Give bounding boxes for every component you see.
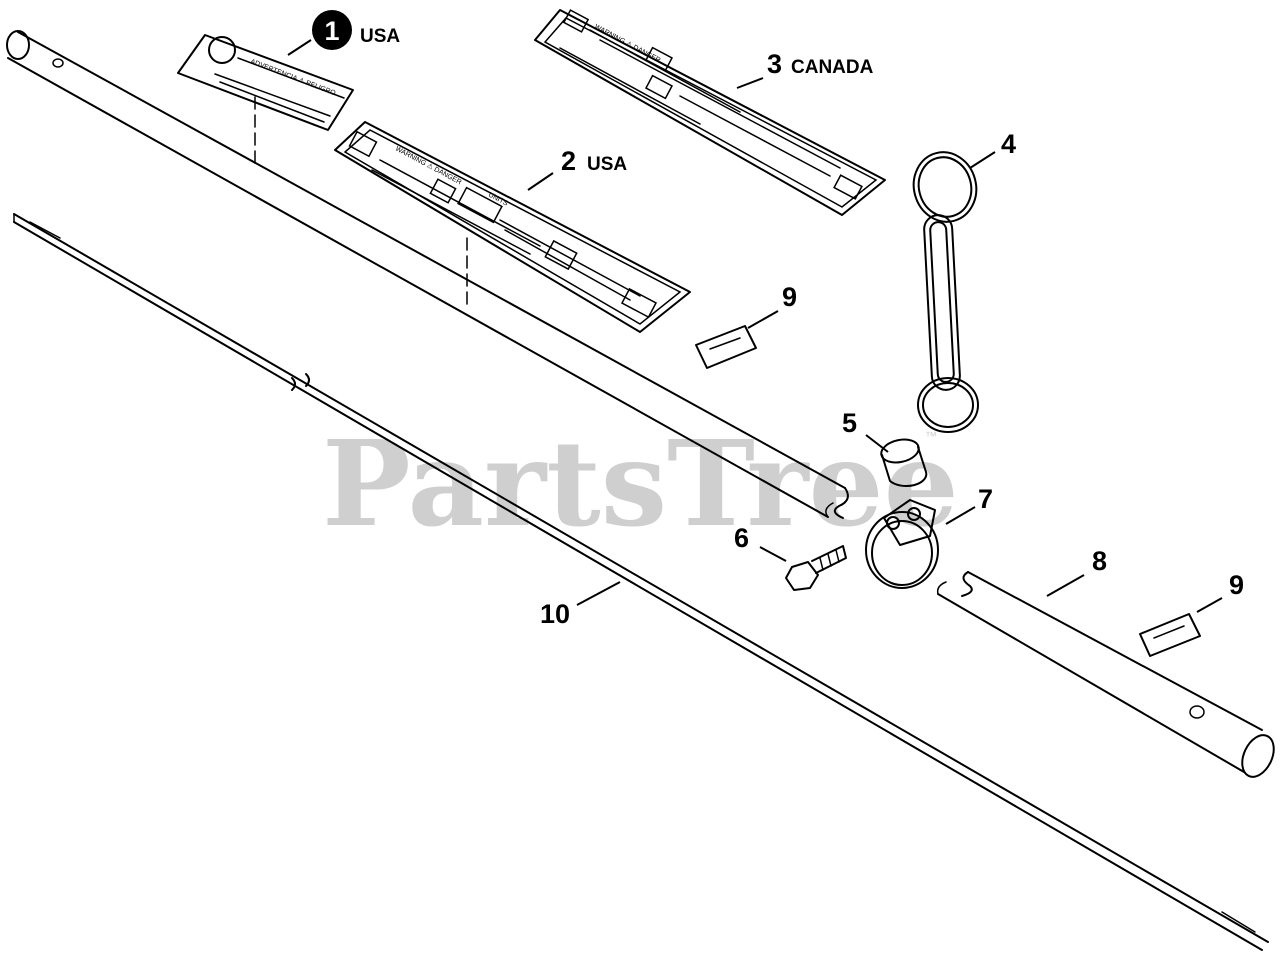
bolt-6 [785,545,847,591]
lower-shaft-tube-8 [936,571,1275,778]
callout-1-number: 1 [324,16,339,46]
callout-7: 7 [978,484,993,514]
hanger-ring-4 [912,151,979,433]
callout-9-lower: 9 [1229,570,1244,600]
callout-1: 1 USA [312,10,400,50]
callout-2-number: 2 [561,146,576,176]
callout-4-number: 4 [1001,129,1016,159]
callout-5: 5 [842,408,857,438]
callout-8-number: 8 [1092,546,1107,576]
decal-3-heading: WARNING ⚠ DANGER [593,23,662,65]
spacer-5 [880,438,928,488]
alignment-lines [254,96,468,306]
callout-7-number: 7 [978,484,993,514]
label-9-upper [695,325,757,369]
decal-3: WARNING ⚠ DANGER [534,9,886,216]
watermark: PartsTree ™ [322,414,959,553]
watermark-trademark: ™ [925,429,937,443]
leader-lines [287,39,1223,613]
label-9-lower [1139,613,1201,657]
callout-10-number: 10 [540,599,570,629]
callout-3-region: CANADA [791,57,874,78]
callout-4: 4 [1001,129,1016,159]
callout-9-lower-number: 9 [1229,570,1244,600]
callout-2-region: USA [587,154,627,175]
upper-shaft-tube [6,30,849,519]
callout-6-number: 6 [734,523,749,553]
callout-9-upper-number: 9 [782,282,797,312]
drive-shaft-10 [13,213,1269,951]
watermark-text: PartsTree [322,414,959,553]
callout-9-upper: 9 [782,282,797,312]
callout-5-number: 5 [842,408,857,438]
decal-2-heading: WARNING ⚠ DANGER [394,145,463,187]
callout-3: 3 CANADA [767,49,874,79]
callout-2: 2 USA [561,146,627,176]
decal-2: WARNING ⚠ DANGER UNITS [334,121,691,333]
callout-3-number: 3 [767,49,782,79]
clamp-7 [865,499,939,589]
callout-6: 6 [734,523,749,553]
callout-1-region: USA [360,26,400,47]
callout-10: 10 [540,599,570,629]
callout-8: 8 [1092,546,1107,576]
